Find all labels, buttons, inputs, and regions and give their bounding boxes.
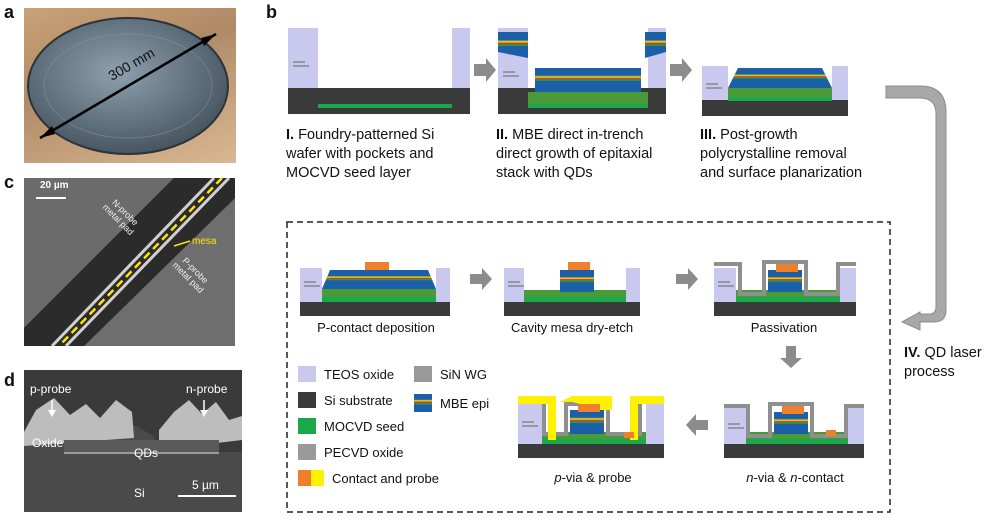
- arrow-mesa-pass: [676, 268, 698, 290]
- legend-contact-label: Contact and probe: [332, 470, 439, 486]
- oxide-label: Oxide: [32, 436, 64, 450]
- caption-pcontact: P-contact deposition: [317, 320, 435, 335]
- panel-a-label: a: [4, 2, 15, 22]
- step3-text: III. Post-growth polycrystalline removal…: [700, 126, 862, 183]
- step2-line1: MBE direct in-trench: [512, 127, 644, 143]
- step2-text: II. MBE direct in-trench direct growth o…: [496, 126, 652, 183]
- legend-teos-label: TEOS oxide: [324, 366, 395, 382]
- mesa-label: mesa: [192, 236, 217, 247]
- caption-nvia-mid: -via &: [753, 470, 791, 485]
- panel-c-label: c: [4, 172, 15, 192]
- p-probe-label: p-probe: [30, 382, 72, 396]
- qds-label: QDs: [134, 446, 158, 460]
- legend-sin-swatch: [414, 366, 432, 382]
- passivation-schematic: [714, 260, 856, 316]
- curved-arrow: [885, 85, 947, 331]
- step1-line3: MOCVD seed layer: [286, 165, 411, 181]
- legend-mbe-swatch: [414, 394, 432, 412]
- legend-pecvd-swatch: [298, 444, 316, 460]
- legend-contact: Contact and probe: [298, 470, 439, 486]
- legend-pecvd-label: PECVD oxide: [324, 444, 404, 460]
- n-probe-label: n-probe: [186, 382, 228, 396]
- caption-pvia-italic: p: [554, 470, 562, 485]
- arrow-nvia-pvia: [686, 414, 708, 436]
- caption-mesa: Cavity mesa dry-etch: [510, 320, 634, 335]
- d-scale-label: 5 µm: [192, 478, 219, 492]
- wafer-photo: 300 mm: [24, 8, 236, 163]
- caption-nvia-rest: -contact: [797, 470, 844, 485]
- caption-nvia-italic2: n: [790, 470, 798, 485]
- step2-line2: direct growth of epitaxial: [496, 146, 653, 162]
- step1-schematic: [288, 28, 470, 114]
- caption-nvia: n-via & n-contact: [722, 470, 868, 485]
- step1-text: I. Foundry-patterned Si wafer with pocke…: [286, 126, 434, 183]
- mesa-pointer: [173, 240, 191, 247]
- caption-nvia-italic1: n: [746, 470, 754, 485]
- nvia-schematic: [724, 402, 864, 458]
- caption-passivation: Passivation: [750, 320, 818, 335]
- cross-section-illustration: [24, 398, 242, 512]
- legend-mocvd-swatch: [298, 418, 316, 434]
- legend-sin: SiN WG: [414, 366, 487, 382]
- legend-teos: TEOS oxide: [298, 366, 394, 382]
- legend-mbe-label: MBE epi: [440, 395, 490, 411]
- legend-teos-swatch: [298, 366, 316, 382]
- sem-top-illustration: [24, 178, 235, 346]
- legend-si-swatch: [298, 392, 316, 408]
- step4-text: IV. QD laser process: [904, 344, 982, 382]
- pvia-schematic: [518, 396, 664, 458]
- legend-si: Si substrate: [298, 392, 393, 408]
- legend-mocvd: MOCVD seed: [298, 418, 404, 434]
- step2-schematic: [498, 28, 666, 114]
- sem-cross-section: p-probe n-probe Oxide QDs Si 5 µm: [24, 370, 242, 512]
- step4-line2: process: [904, 364, 955, 380]
- step3-schematic: [702, 66, 848, 116]
- step1-line1: Foundry-patterned Si: [298, 127, 435, 143]
- caption-pvia: p-via & probe: [520, 470, 666, 485]
- arrow-1-2: [474, 58, 496, 82]
- step3-line3: and surface planarization: [700, 165, 863, 181]
- step1-line2: wafer with pockets and: [286, 146, 434, 162]
- panel-d-label: d: [4, 370, 15, 390]
- caption-pvia-rest: -via & probe: [561, 470, 632, 485]
- step4-line1: QD laser: [924, 345, 982, 361]
- legend-sin-label: SiN WG: [440, 366, 487, 382]
- step3-num: III.: [700, 127, 717, 143]
- mesa-schematic: [504, 262, 640, 316]
- legend-pecvd: PECVD oxide: [298, 444, 403, 460]
- step2-line3: stack with QDs: [496, 165, 593, 181]
- step4-num: IV.: [904, 345, 921, 361]
- arrow-pass-nvia: [780, 346, 802, 368]
- sem-scale-label: 20 µm: [40, 180, 69, 191]
- panel-b-label: b: [266, 2, 277, 22]
- step3-line1: Post-growth: [720, 127, 798, 143]
- pcontact-schematic: [300, 262, 450, 316]
- step2-num: II.: [496, 127, 509, 143]
- legend-contact-swatch: [298, 470, 324, 486]
- legend-mbe: MBE epi: [414, 394, 489, 412]
- arrow-2-3: [670, 58, 692, 82]
- legend-si-label: Si substrate: [324, 392, 393, 408]
- step1-num: I.: [286, 127, 295, 143]
- step3-line2: polycrystalline removal: [700, 146, 847, 162]
- arrow-pc-mesa: [470, 268, 492, 290]
- si-label: Si: [134, 486, 145, 500]
- legend-mocvd-label: MOCVD seed: [324, 418, 405, 434]
- wafer-illustration: [27, 17, 229, 155]
